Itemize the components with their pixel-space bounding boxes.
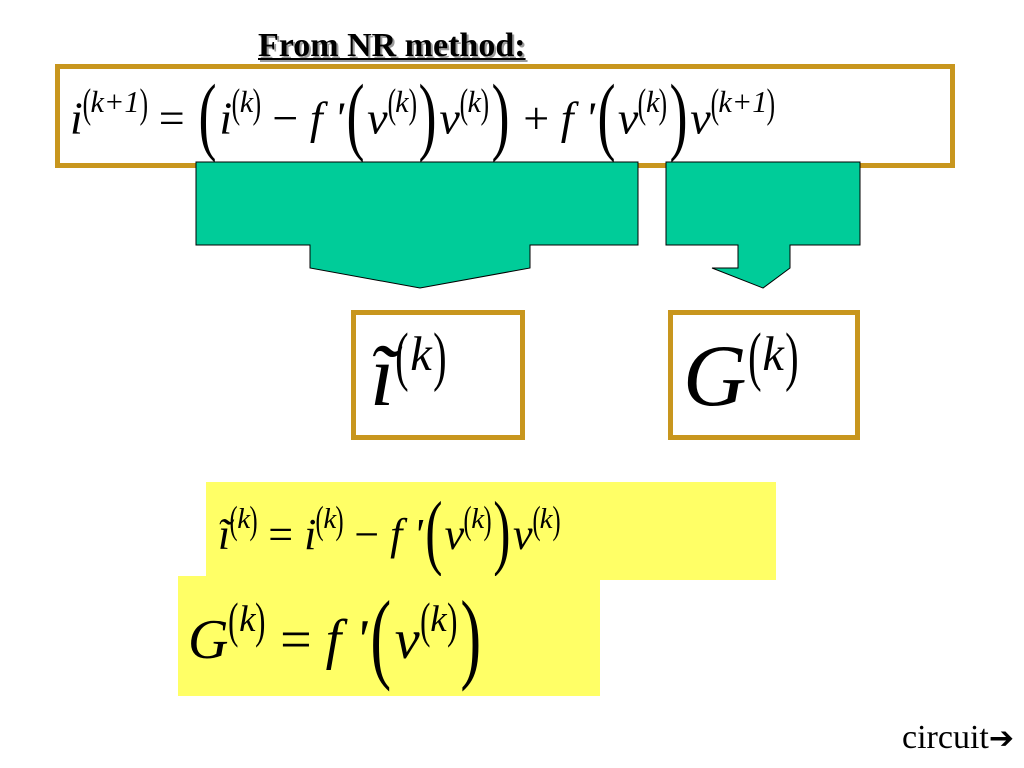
v1-sup: k — [395, 84, 409, 119]
lhs-sup: k — [239, 598, 256, 640]
v3-var: v — [617, 92, 639, 144]
equals-sign: = — [280, 608, 312, 671]
nr-update-equation-box: i(k+1) = (i(k) − f '(v(k))v(k)) + f '(v(… — [55, 64, 955, 168]
equals-sign: = — [158, 92, 185, 144]
f-prime: f ' — [390, 509, 423, 559]
minus-sign: − — [354, 509, 380, 559]
v4-sup: k+1 — [718, 84, 768, 119]
nr-update-equation: i(k+1) = (i(k) − f '(v(k))v(k)) + f '(v(… — [70, 66, 776, 163]
i-tilde-definition-highlight: ĩ(k) = i(k) − f '(v(k))v(k) — [206, 482, 776, 580]
g-var: G — [683, 328, 747, 425]
term1-sup: k — [239, 84, 254, 119]
v1-var: v — [444, 509, 465, 559]
v2-var: v — [439, 92, 460, 144]
v-sup: k — [430, 598, 447, 640]
right-arrow-icon: ➔ — [988, 721, 1014, 756]
lhs-sup: k+1 — [90, 84, 140, 119]
v2-sup: k — [539, 503, 553, 536]
circuit-link[interactable]: circuit➔ — [902, 718, 1014, 758]
f-prime: f ' — [309, 92, 344, 144]
g-symbol-box: G(k) — [668, 310, 860, 440]
i-tilde-var: ĩ — [370, 328, 395, 425]
i-tilde-sup: k — [410, 328, 432, 382]
f-prime-2: f ' — [560, 92, 595, 144]
i-tilde-symbol: ĩ(k) — [370, 320, 447, 425]
plus-sign: + — [523, 92, 550, 144]
lhs-var: ĩ — [218, 509, 231, 559]
i-tilde-definition: ĩ(k) = i(k) − f '(v(k))v(k) — [218, 486, 561, 578]
v2-sup: k — [467, 84, 481, 119]
term1-sup: k — [323, 503, 337, 536]
equals-sign: = — [268, 509, 294, 559]
term1-var: i — [304, 509, 317, 559]
g-definition: G(k) = f '(v(k)) — [188, 580, 482, 692]
v2-var: v — [513, 509, 533, 559]
g-sup: k — [762, 328, 784, 382]
v1-var: v — [367, 92, 388, 144]
right-down-arrow-icon — [665, 161, 861, 289]
term1-var: i — [219, 92, 233, 144]
v4-var: v — [690, 92, 711, 144]
g-definition-highlight: G(k) = f '(v(k)) — [178, 576, 600, 696]
v1-sup: k — [471, 503, 485, 536]
v-var: v — [394, 608, 420, 671]
lhs-sup: k — [237, 503, 251, 536]
g-symbol: G(k) — [683, 320, 799, 425]
left-down-arrow-icon — [195, 161, 639, 289]
circuit-link-label: circuit — [902, 719, 989, 756]
f-prime: f ' — [325, 608, 368, 671]
slide-title: From NR method: — [258, 27, 526, 64]
lhs-var: i — [70, 92, 83, 144]
v3-sup: k — [646, 84, 660, 119]
minus-sign: − — [272, 92, 299, 144]
lhs-var: G — [188, 608, 229, 671]
i-tilde-symbol-box: ĩ(k) — [351, 310, 525, 440]
